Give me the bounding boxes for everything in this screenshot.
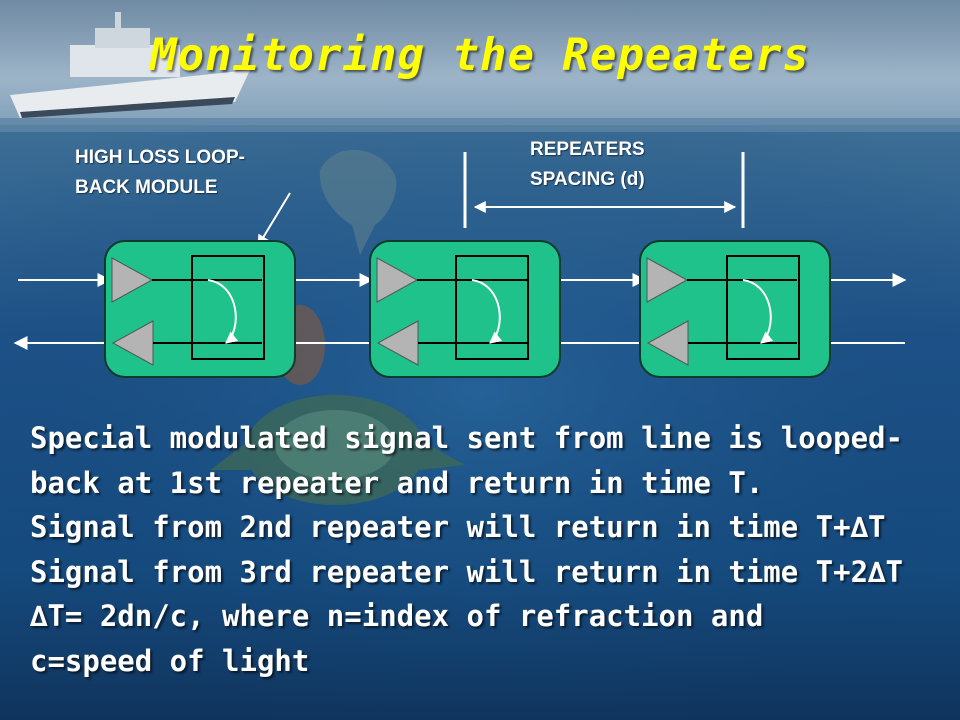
sea-glow (0, 125, 960, 720)
spacing-label-line-2: SPACING (d) (530, 169, 645, 190)
explanation-line: Signal from 3rd repeater will return in … (30, 554, 903, 589)
fish-icon (319, 149, 397, 255)
page-title: Monitoring the Repeaters (150, 30, 810, 81)
explanation-line: Special modulated signal sent from line … (30, 421, 903, 455)
sea-surface-band (0, 118, 960, 132)
explanation-line: Signal from 2nd repeater will return in … (30, 510, 886, 545)
turtle-icon (210, 395, 465, 505)
repeater-2 (369, 240, 561, 378)
loopback-pointer-arrow (257, 192, 291, 248)
amplifier-triangle-icon (646, 257, 689, 303)
explanation-line: back at 1st repeater and return in time … (30, 465, 764, 500)
loopback-coupler-icon (455, 255, 529, 360)
amplifier-triangle-icon (111, 257, 154, 303)
repeater-spacing-label: REPEATERS SPACING (d) (530, 135, 730, 195)
loopback-module-label: HIGH LOSS LOOP- BACK MODULE (75, 143, 335, 203)
spacing-label-line-1: REPEATERS (530, 139, 645, 160)
loopback-coupler-icon (191, 255, 265, 360)
amplifier-triangle-icon (376, 257, 419, 303)
repeater-3 (639, 240, 831, 378)
explanation-line: c=speed of light (30, 643, 310, 678)
repeater-1 (104, 240, 296, 378)
explanation-line: ∆T= 2dn/c, where n=index of refraction a… (30, 599, 764, 634)
loopback-coupler-icon (726, 255, 800, 360)
loopback-label-line-2: BACK MODULE (75, 177, 218, 198)
loopback-label-line-1: HIGH LOSS LOOP- (75, 147, 245, 168)
ship-icon (10, 12, 250, 118)
explanation-text: Special modulated signal sent from line … (30, 416, 960, 684)
